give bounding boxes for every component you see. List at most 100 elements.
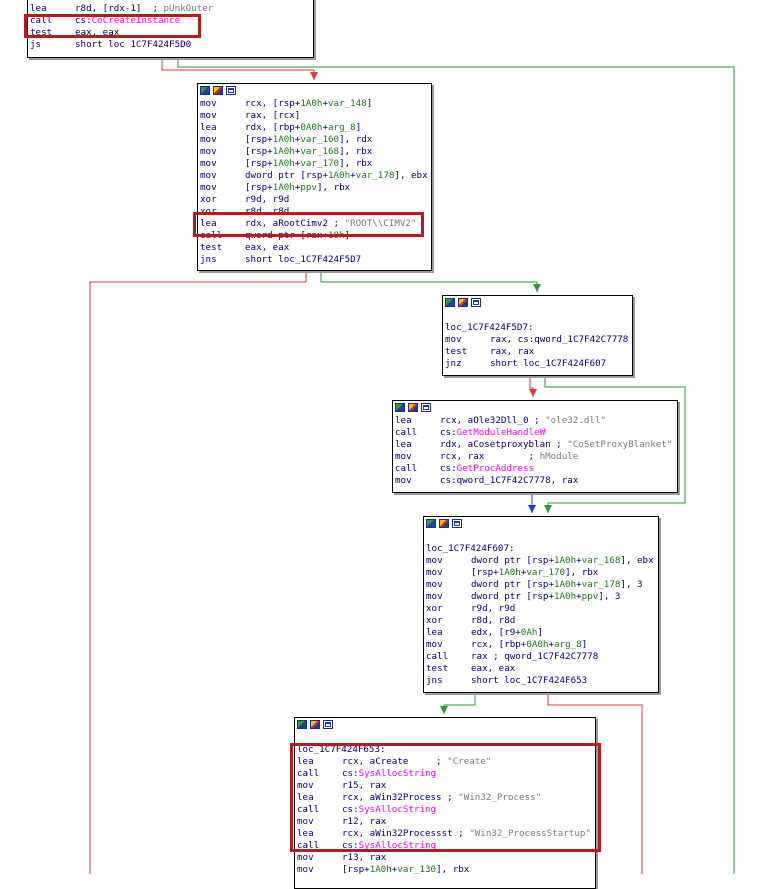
flow-edge-false[interactable] [161,56,315,80]
asm-operand: rdx, [rbp+ [245,122,301,133]
flow-edge-true[interactable] [177,56,735,874]
flow-edge-true[interactable] [443,692,476,714]
node-group-icon[interactable] [421,403,431,412]
asm-line[interactable]: mov[rsp+1A0h+var_160], rdx [200,134,431,146]
edit-color-icon[interactable] [439,519,449,528]
asm-mnemonic: jns [426,675,443,686]
node-group-icon[interactable] [323,720,333,729]
edit-color-icon[interactable] [310,720,320,729]
asm-operand: ], ebx [620,555,654,566]
flow-edge-true[interactable] [320,270,538,292]
asm-line[interactable]: loc_1C7F424F607: [426,543,658,555]
node-header [443,296,632,310]
asm-operand: var_168 [300,146,340,157]
node-group-icon[interactable] [452,519,462,528]
node-header [198,84,431,98]
asm-operand: cs: [342,804,359,815]
asm-mnemonic: lea [297,792,314,803]
asm-operand: rax, [rcx] [245,110,301,121]
asm-operand: cs: [75,15,92,26]
flow-edge-true[interactable] [544,375,686,513]
node-header [393,401,677,415]
flow-edge-false[interactable] [89,270,307,874]
graph-overview-icon[interactable] [200,86,210,95]
asm-line[interactable] [445,310,632,322]
graph-overview-icon[interactable] [395,403,405,412]
edit-color-icon[interactable] [458,298,468,307]
asm-line[interactable]: mov[rsp+1A0h+ppv], rbx [200,182,431,194]
asm-line[interactable]: mov[rsp+1A0h+var_130], rbx [297,864,595,876]
asm-operand: + [294,182,301,193]
asm-operand: 1A0h [369,864,392,875]
graph-overview-icon[interactable] [297,720,307,729]
asm-operand: + [294,134,301,145]
asm-operand: var_178 [355,170,395,181]
edit-color-icon[interactable] [408,403,418,412]
edit-color-icon[interactable] [213,86,223,95]
asm-line[interactable]: loc_1C7F424F5D7: [445,322,632,334]
asm-line[interactable] [426,531,658,543]
flow-edge-false[interactable] [547,692,643,874]
asm-line[interactable]: loc_1C7F424F653: [297,744,595,756]
asm-line[interactable]: mov[rsp+1A0h+var_168], rbx [200,146,431,158]
asm-operand: 1A0h [272,158,295,169]
asm-operand: ], rbx [339,158,373,169]
graph-overview-icon[interactable] [445,298,455,307]
asm-operand: + [576,591,582,602]
node-group-icon[interactable] [471,298,481,307]
asm-line[interactable]: mov[rsp+1A0h+var_170], rbx [426,567,658,579]
arrowhead-icon [440,706,448,714]
graph-overview-icon[interactable] [426,519,436,528]
asm-line[interactable]: mov[rsp+1A0h+var_170], rbx [200,158,431,170]
node-group-icon[interactable] [226,86,236,95]
